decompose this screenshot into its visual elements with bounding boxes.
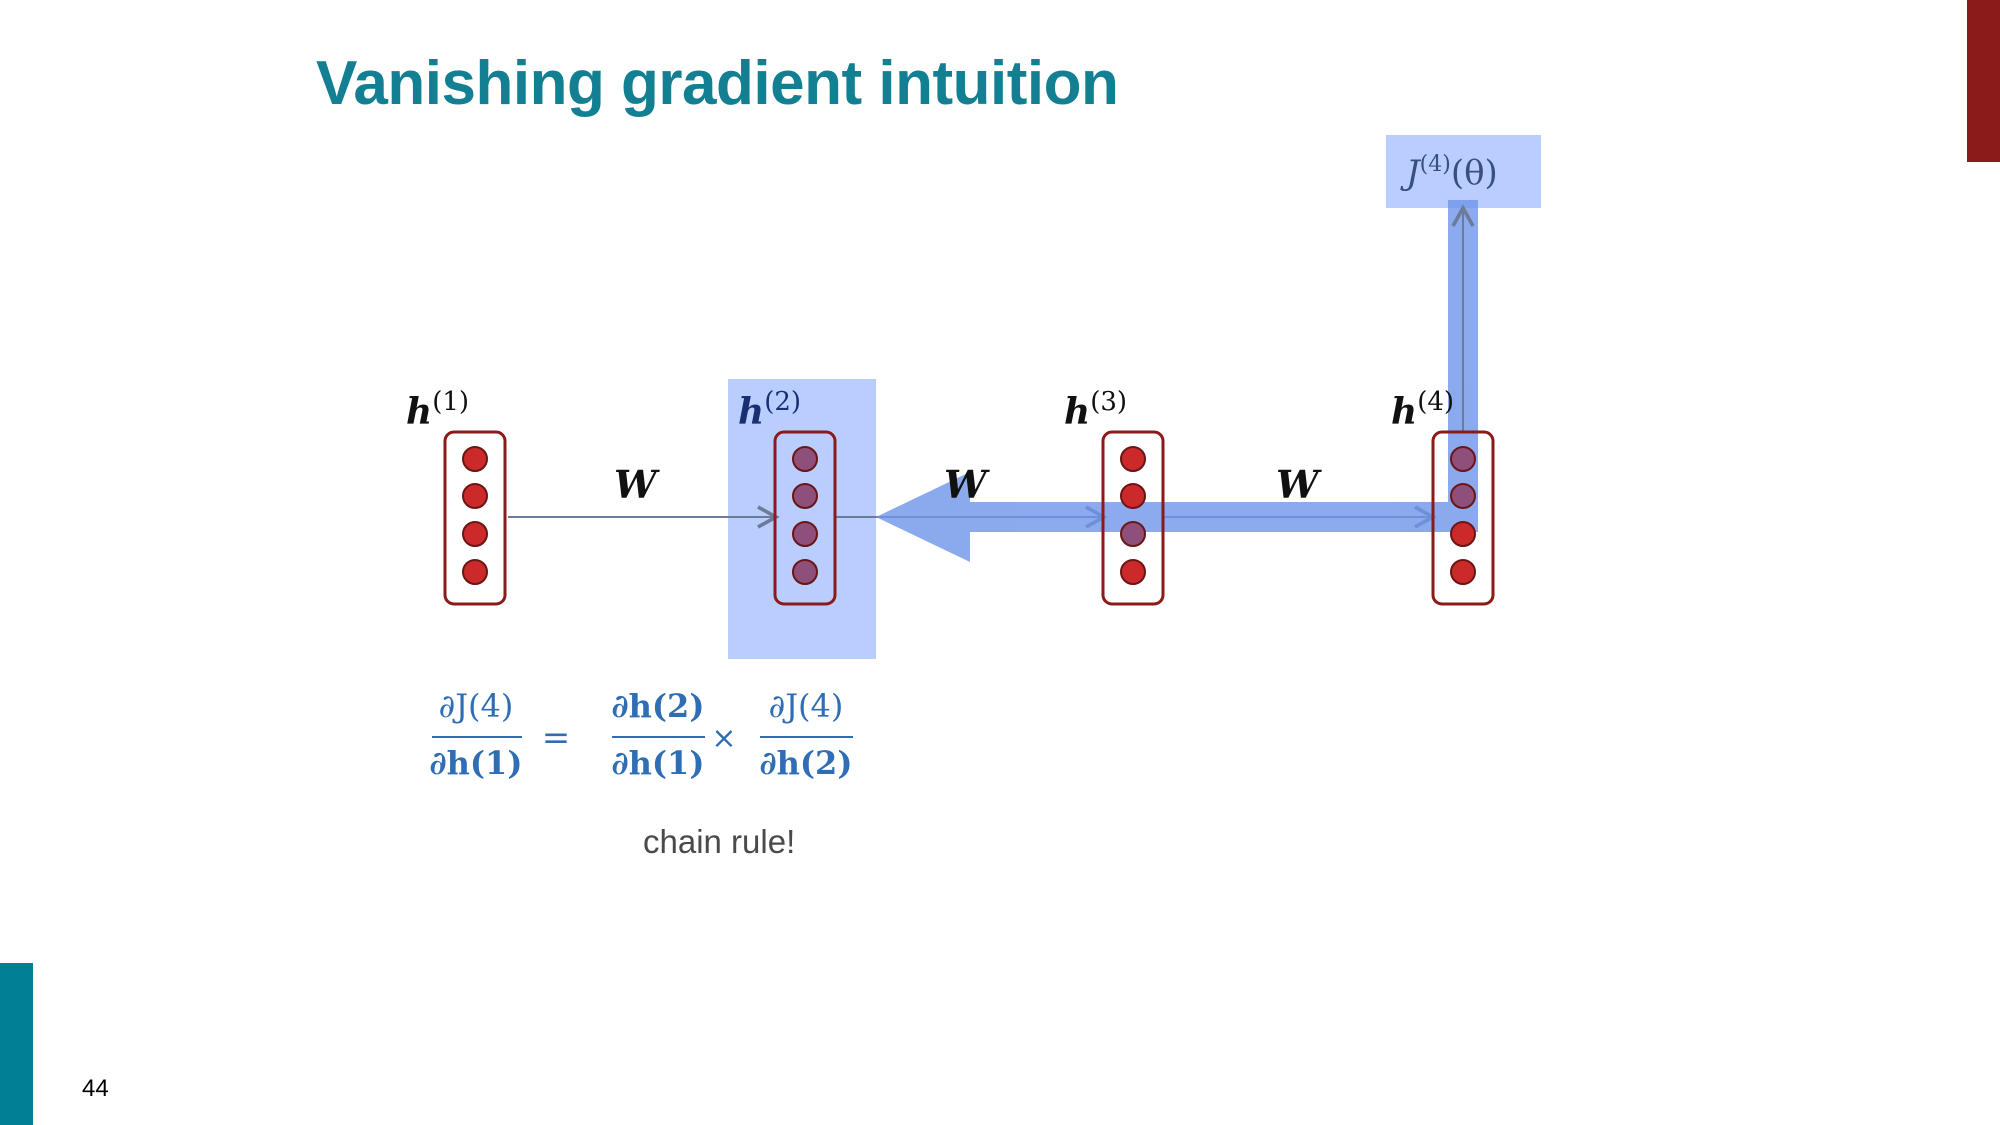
weight-label-1: W	[614, 462, 660, 507]
gradient-flow-arrow	[876, 200, 1478, 562]
label-h2: h(2)	[738, 387, 801, 433]
top-right-accent-bar	[1967, 0, 2000, 162]
hidden-state-h2	[773, 430, 837, 606]
label-h1: h(1)	[406, 387, 469, 433]
hidden-state-h1	[443, 430, 507, 606]
h2-highlight-box	[728, 379, 876, 659]
equals-sign: =	[542, 718, 571, 758]
times-sign: ×	[711, 721, 736, 756]
weight-label-2: W	[944, 462, 990, 507]
weight-label-3: W	[1276, 462, 1322, 507]
lhs-denominator: ∂h(1)	[430, 744, 523, 782]
chain-rule-equation: ∂J(4) ∂h(1) = ∂h(2) ∂h(1) × ∂J(4) ∂h(2)	[430, 687, 853, 782]
label-h3: h(3)	[1064, 387, 1127, 433]
page-number: 44	[82, 1075, 109, 1102]
rhs2-denominator: ∂h(2)	[760, 744, 853, 782]
hidden-state-h4	[1431, 430, 1495, 606]
bottom-left-accent-bar	[0, 963, 33, 1125]
rhs2-numerator: ∂J(4)	[769, 687, 844, 725]
slide-title: Vanishing gradient intuition	[316, 49, 1119, 118]
lhs-numerator: ∂J(4)	[439, 687, 514, 725]
chain-rule-caption: chain rule!	[643, 823, 796, 860]
label-h4: h(4)	[1391, 387, 1454, 433]
loss-highlight-box	[1386, 135, 1541, 208]
rhs1-numerator: ∂h(2)	[612, 687, 705, 725]
loss-label: J(4)(θ)	[1400, 152, 1498, 193]
rhs1-denominator: ∂h(1)	[612, 744, 705, 782]
hidden-state-h3	[1101, 430, 1165, 606]
